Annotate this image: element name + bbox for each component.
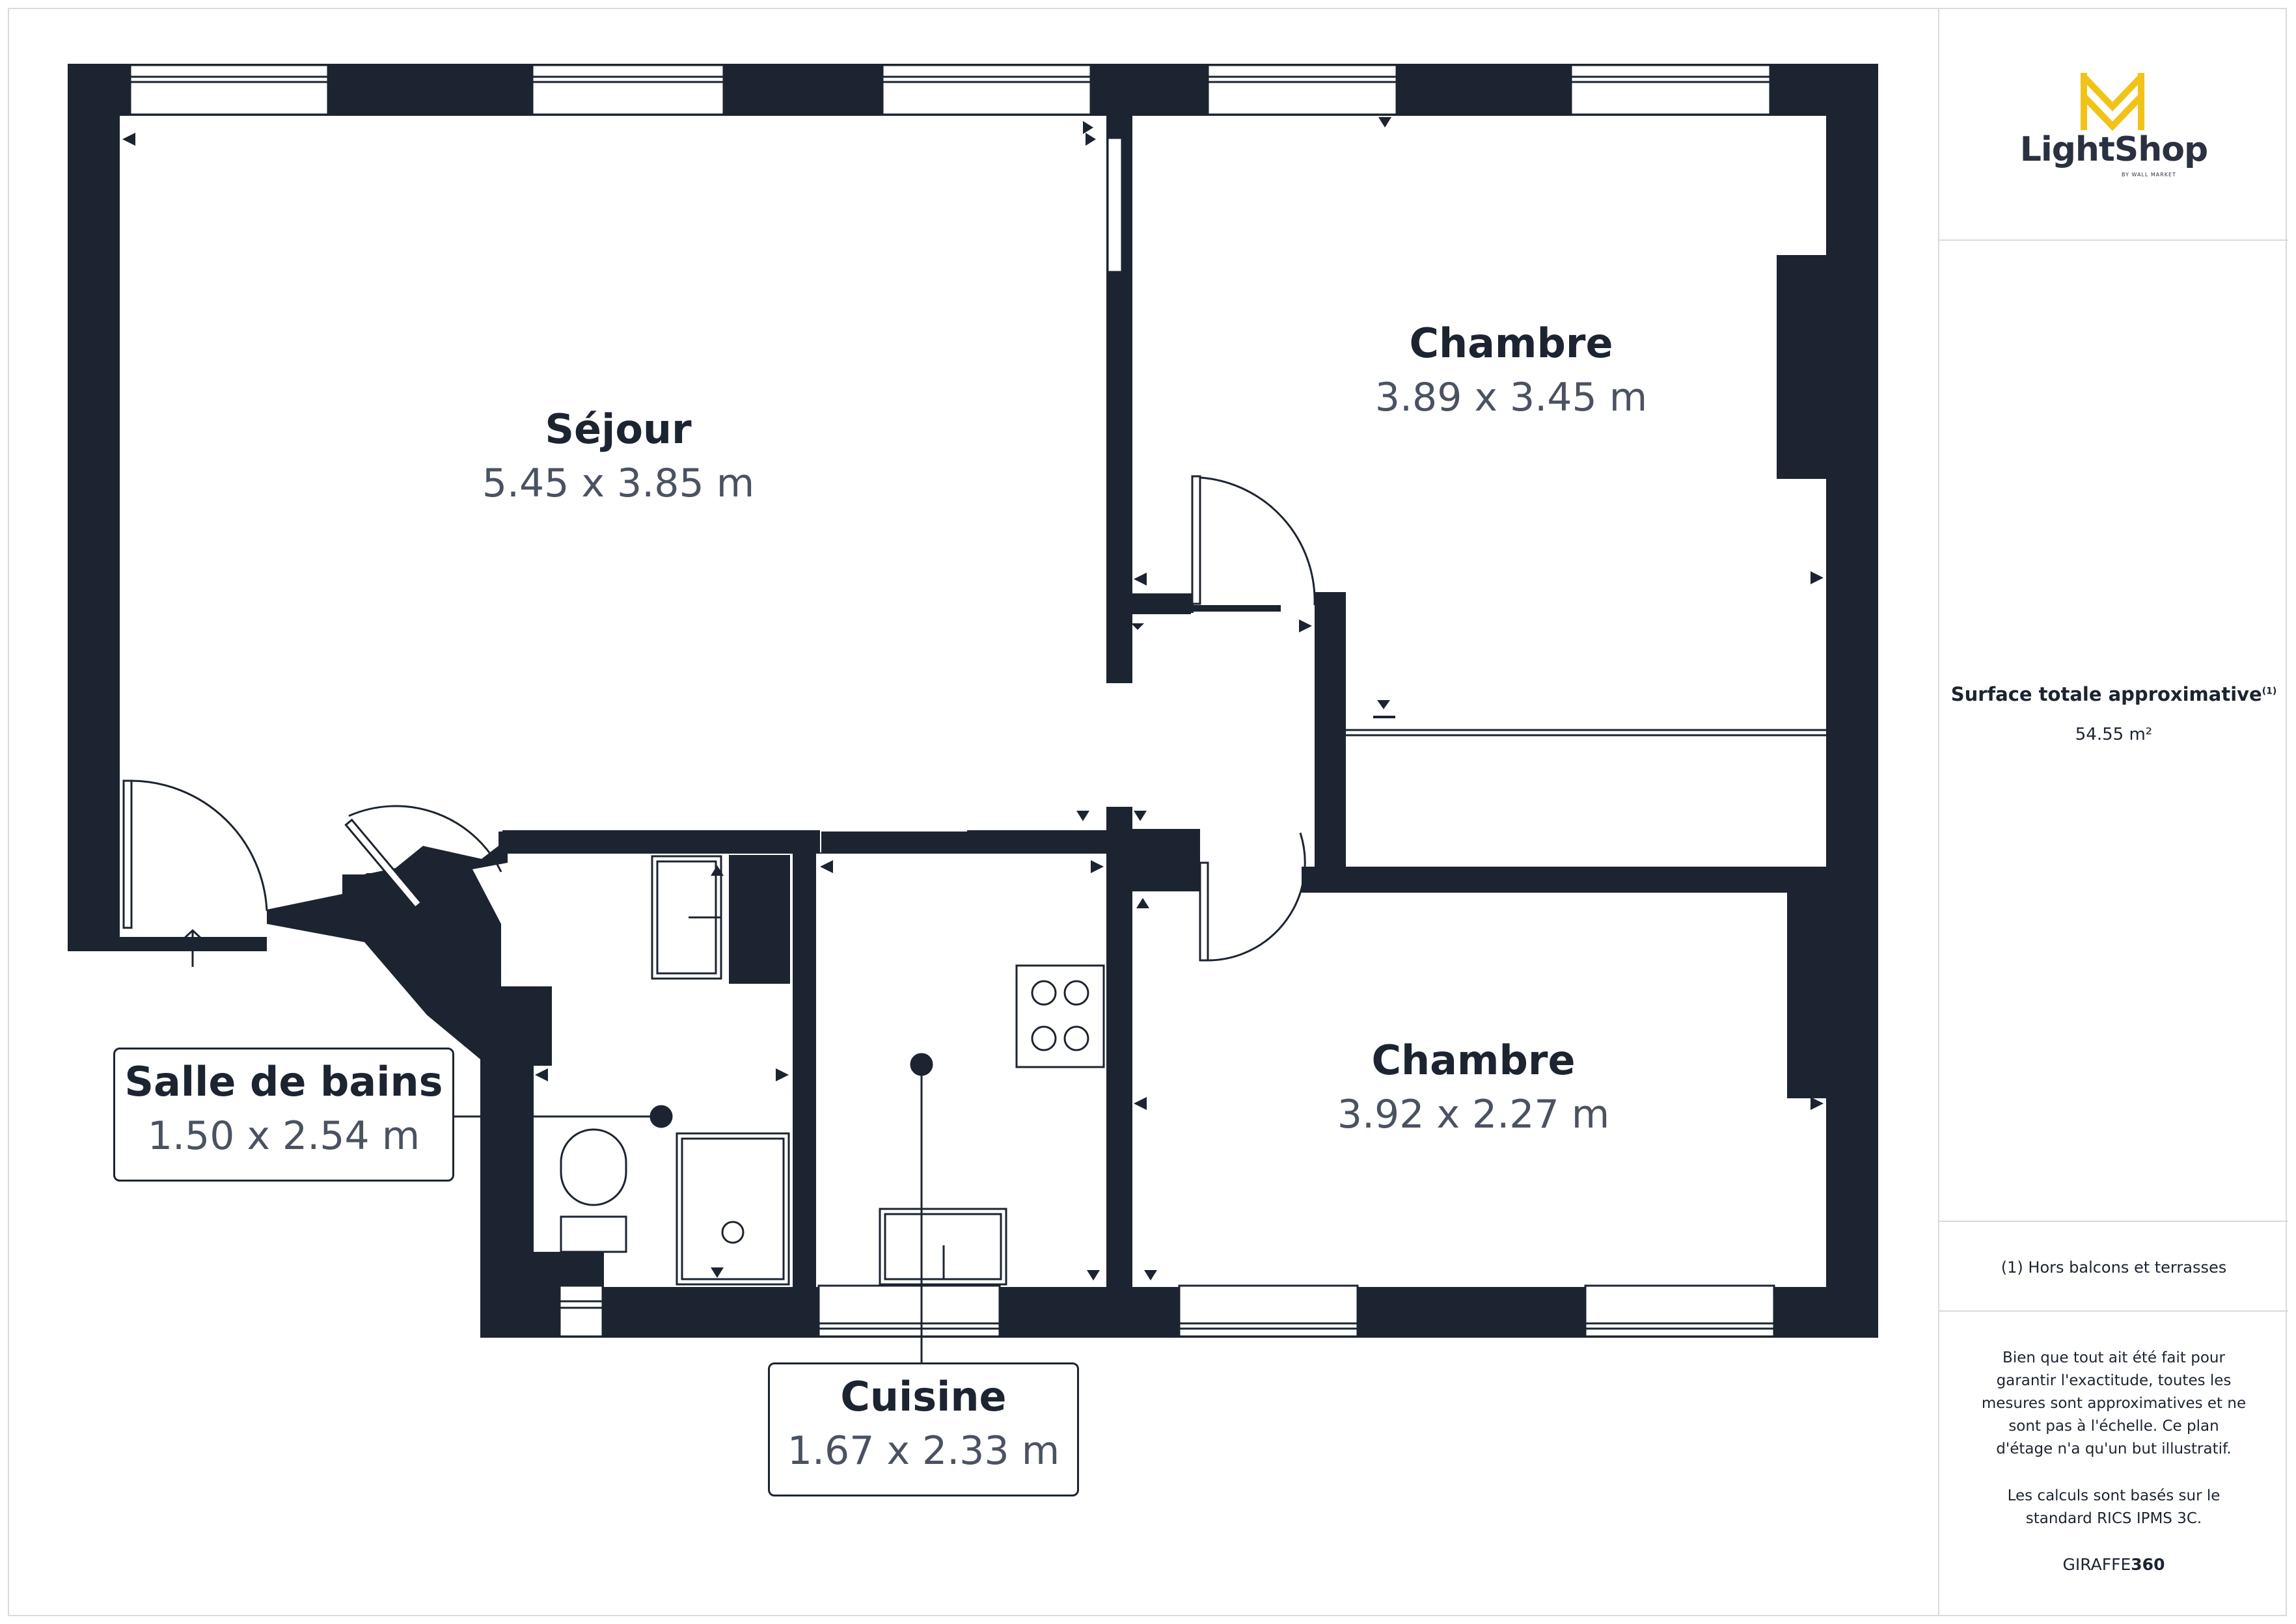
wall-recess [1106, 137, 1123, 273]
closet-doors [1346, 729, 1826, 737]
wall-left [68, 64, 120, 951]
wall-chambre2-top [1132, 829, 1200, 891]
separator [1939, 239, 2288, 241]
surface-title: Surface totale approximative(1) [1939, 683, 2288, 705]
footnote-marker: (1) [2262, 686, 2277, 697]
logo-name: LightShop [2019, 130, 2208, 169]
room-name: Séjour [545, 405, 692, 453]
wall-cuisine-chambre [1106, 807, 1132, 1287]
room-name: Chambre [1409, 319, 1613, 367]
rics-note: Les calculs sont basés sur le standard R… [2007, 1487, 2221, 1527]
separator [1939, 1310, 2288, 1312]
room-name: Chambre [1371, 1036, 1576, 1084]
room-label-sejour: Séjour 5.45 x 3.85 m [456, 403, 781, 511]
hallway-2 [1106, 612, 1315, 891]
door-group [122, 475, 1316, 962]
footnote: (1) Hors balcons et terrasses [2001, 1258, 2227, 1277]
floor-plan [68, 64, 1878, 1364]
window-group [129, 64, 1775, 1338]
brand-a: GIRAFFE [2062, 1555, 2131, 1574]
room-dimensions: 1.67 x 2.33 m [787, 1428, 1060, 1474]
entry-arrow-icon [172, 928, 213, 967]
room-label-cuisine: Cuisine 1.67 x 2.33 m [768, 1362, 1079, 1496]
wall-closet-side [1321, 592, 1346, 868]
logo: LightShop BY WALL MARKET [1939, 8, 2288, 239]
room-chambre-2 [1132, 843, 1826, 1287]
measure-markers [122, 117, 1824, 1280]
kitchen-fixtures [879, 964, 1105, 1286]
room-cuisine [816, 854, 1106, 1287]
room-closet [1346, 735, 1826, 867]
surface-value: 54.55 m² [2075, 725, 2153, 744]
page-frame [8, 8, 2287, 1616]
room-chambre-1 [1132, 116, 1826, 867]
room-dimensions: 5.45 x 3.85 m [482, 461, 755, 506]
room-label-chambre-1: Chambre 3.89 x 3.45 m [1348, 318, 1674, 426]
info-sidebar: LightShop BY WALL MARKET Surface totale … [1938, 8, 2288, 1616]
wall-chambre2-pillar [1787, 893, 1826, 1098]
bath-niche [729, 855, 790, 984]
room-name: Salle de bains [124, 1058, 443, 1105]
wall-bath-top [502, 830, 820, 854]
leader-lines [454, 1053, 933, 1364]
wall-cuisine-top [967, 830, 1106, 854]
room-label-salle-de-bains: Salle de bains 1.50 x 2.54 m [113, 1048, 454, 1182]
wall-bath-cuisine [793, 830, 816, 1287]
disclaimer: Bien que tout ait été fait pour garantir… [1981, 1349, 2247, 1457]
brand-giraffe360: GIRAFFE360 [1939, 1555, 2288, 1574]
brand-b: 360 [2131, 1555, 2165, 1574]
room-name: Cuisine [840, 1373, 1007, 1420]
lightshop-logo-icon [2081, 73, 2144, 131]
wall-chambre-stub [1106, 593, 1191, 614]
room-dimensions: 3.92 x 2.27 m [1337, 1092, 1610, 1137]
room-dimensions: 3.89 x 3.45 m [1374, 375, 1648, 420]
room-dimensions: 1.50 x 2.54 m [147, 1113, 420, 1159]
room-label-chambre-2: Chambre 3.92 x 2.27 m [1311, 1035, 1636, 1143]
room-sejour [120, 116, 1106, 937]
separator [1939, 1221, 2288, 1222]
wall-chambre2-top-b [1302, 867, 1826, 893]
bath-fixtures [560, 855, 790, 1286]
surface-title-text: Surface totale approximative [1950, 683, 2262, 705]
logo-sub: BY WALL MARKET [2121, 172, 2176, 178]
wall-chambre1-pillar [1777, 255, 1826, 479]
